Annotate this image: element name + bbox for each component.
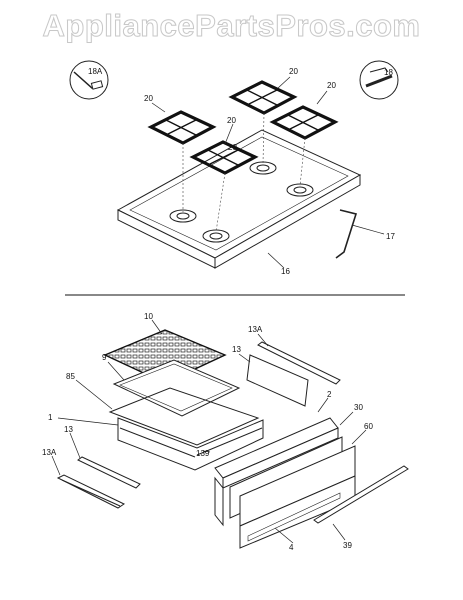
watermark: AppliancePartsPros.com bbox=[42, 8, 421, 44]
callout-20-c: 20 bbox=[327, 81, 336, 90]
leader-lines-top bbox=[151, 76, 385, 269]
alignment-lines bbox=[182, 112, 306, 233]
callout-18a: 18A bbox=[88, 67, 103, 76]
icon-18 bbox=[359, 60, 399, 100]
callout-9: 9 bbox=[102, 353, 107, 362]
callout-13-top: 13 bbox=[232, 345, 241, 354]
callout-139: 139 bbox=[196, 449, 210, 458]
icon-18a bbox=[69, 60, 109, 100]
callout-85: 85 bbox=[66, 372, 75, 381]
callout-13a-top: 13A bbox=[248, 325, 263, 334]
cooktop-body bbox=[116, 129, 362, 269]
callout-2: 2 bbox=[327, 390, 332, 399]
broiler-tray-9 bbox=[112, 359, 241, 417]
callout-17: 17 bbox=[386, 232, 395, 241]
callout-30: 30 bbox=[354, 403, 363, 412]
callout-13-bottom: 13 bbox=[64, 425, 73, 434]
handle-39 bbox=[313, 465, 409, 524]
callout-1: 1 bbox=[48, 413, 53, 422]
broiler-frame-85-1 bbox=[108, 387, 264, 471]
part-17-wire bbox=[335, 209, 358, 259]
drawer-doors bbox=[214, 417, 356, 549]
callout-20-d: 20 bbox=[227, 116, 236, 125]
callout-20-b: 20 bbox=[289, 67, 298, 76]
burner-grates bbox=[147, 80, 339, 175]
callout-20-e: 20 bbox=[228, 143, 237, 152]
callout-16: 16 bbox=[281, 267, 290, 276]
callout-18: 18 bbox=[384, 68, 393, 77]
callout-20-a: 20 bbox=[144, 94, 153, 103]
slide-rails bbox=[56, 341, 341, 509]
callout-39: 39 bbox=[343, 541, 352, 550]
callout-13a-bottom: 13A bbox=[42, 448, 57, 457]
callout-10: 10 bbox=[144, 312, 153, 321]
leader-lines-bottom bbox=[51, 319, 367, 544]
callout-labels: 18A 18 20 20 20 20 20 17 16 10 13A 9 13 … bbox=[42, 67, 395, 552]
callout-60: 60 bbox=[364, 422, 373, 431]
callout-4: 4 bbox=[289, 543, 294, 552]
